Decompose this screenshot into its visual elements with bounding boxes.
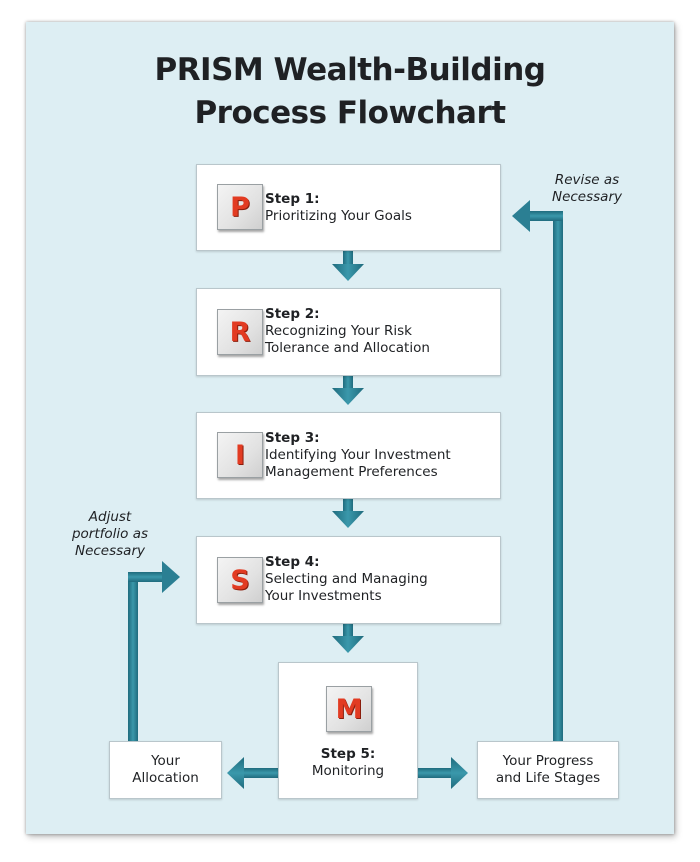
adjust-note-line-2: portfolio as	[71, 526, 149, 542]
step-2-label: Step 2:	[265, 306, 320, 322]
progress-line-1: Your Progress	[502, 753, 594, 769]
allocation-line-2: Allocation	[132, 770, 199, 786]
step-4-description-line-2: Your Investments	[265, 588, 382, 604]
step-2-description-line-2: Tolerance and Allocation	[265, 340, 430, 356]
letter-tile-p: P	[217, 184, 263, 230]
step-5-label: Step 5:	[320, 746, 376, 762]
letter-tile-s: S	[217, 557, 263, 603]
letter-m: M	[335, 693, 363, 725]
step-3-label: Step 3:	[265, 430, 320, 446]
revise-note: Revise as Necessary	[537, 172, 637, 206]
step-4-label: Step 4:	[265, 554, 320, 570]
title-line-1: PRISM Wealth-Building	[154, 52, 546, 88]
letter-i: I	[234, 439, 246, 471]
adjust-note: Adjust portfolio as Necessary	[55, 509, 165, 560]
letter-tile-r: R	[217, 309, 263, 355]
step-2-description-line-1: Recognizing Your Risk	[265, 323, 412, 339]
step-2-box: R Step 2: Recognizing Your Risk Toleranc…	[196, 288, 501, 376]
step-5-description: Monitoring	[311, 763, 385, 779]
letter-tile-m: M	[326, 686, 372, 732]
adjust-note-line-3: Necessary	[74, 543, 145, 559]
allocation-line-1: Your	[151, 753, 180, 769]
title-line-2: Process Flowchart	[194, 95, 506, 131]
step-4-description-line-1: Selecting and Managing	[265, 571, 428, 587]
step-3-box: I Step 3: Identifying Your Investment Ma…	[196, 412, 501, 499]
progress-line-2: and Life Stages	[495, 770, 601, 786]
step-3-description-line-2: Management Preferences	[265, 464, 438, 480]
progress-box: Your Progress and Life Stages	[477, 741, 619, 799]
revise-note-line-2: Necessary	[551, 189, 622, 205]
revise-note-line-1: Revise as	[554, 172, 620, 188]
step-1-box: P Step 1: Prioritizing Your Goals	[196, 164, 501, 251]
allocation-box: Your Allocation	[109, 741, 222, 799]
letter-s: S	[230, 564, 250, 596]
letter-p: P	[230, 191, 250, 223]
step-3-description-line-1: Identifying Your Investment	[265, 447, 451, 463]
step-4-box: S Step 4: Selecting and Managing Your In…	[196, 536, 501, 624]
step-1-label: Step 1:	[265, 191, 320, 207]
adjust-note-line-1: Adjust	[88, 509, 132, 525]
letter-r: R	[229, 316, 251, 348]
step-5-box: M Step 5: Monitoring	[278, 662, 418, 799]
letter-tile-i: I	[217, 432, 263, 478]
step-1-description: Prioritizing Your Goals	[265, 208, 412, 224]
